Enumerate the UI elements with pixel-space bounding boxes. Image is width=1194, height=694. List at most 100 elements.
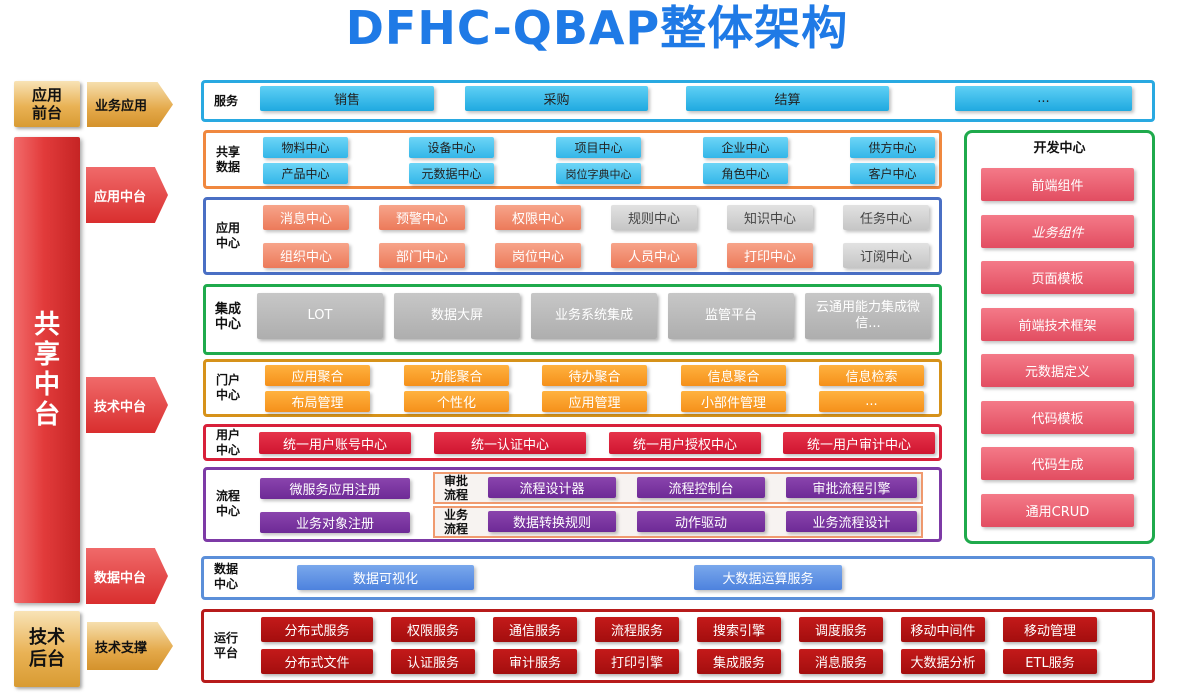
shared-data-item[interactable]: 客户中心 <box>850 163 935 184</box>
dev-center-item[interactable]: 前端组件 <box>981 168 1134 201</box>
dev-center-item[interactable]: 通用CRUD <box>981 493 1134 527</box>
microservice-register-button[interactable]: 微服务应用注册 <box>260 478 410 499</box>
runtime-item[interactable]: 搜索引擎 <box>697 617 781 642</box>
tech-back-text: 技术后台 <box>29 627 65 670</box>
runtime-item[interactable]: 移动管理 <box>1003 617 1097 642</box>
dev-center-item[interactable]: 代码生成 <box>981 447 1134 480</box>
data-visualization-button[interactable]: 数据可视化 <box>297 565 474 590</box>
shared-data-label-text: 共享数据 <box>215 145 240 174</box>
data-center-label: 数据中心 <box>206 561 246 593</box>
app-front-text: 应用前台 <box>31 86 62 122</box>
runtime-item[interactable]: 审计服务 <box>493 649 577 674</box>
dev-center-item[interactable]: 前端技术框架 <box>981 307 1134 341</box>
app-middle-arrow: 应用中台 <box>86 167 168 223</box>
flow-console-button[interactable]: 流程控制台 <box>637 477 765 498</box>
bigdata-compute-button[interactable]: 大数据运算服务 <box>694 565 842 590</box>
dev-center-item[interactable]: 页面模板 <box>981 261 1134 294</box>
app-center-label: 应用中心 <box>208 220 248 252</box>
runtime-item[interactable]: 认证服务 <box>391 649 475 674</box>
shared-data-item[interactable]: 供方中心 <box>850 137 935 158</box>
dev-center-item[interactable]: 业务组件 <box>981 214 1134 248</box>
runtime-item[interactable]: ETL服务 <box>1003 649 1097 674</box>
approval-engine-button[interactable]: 审批流程引擎 <box>786 477 917 498</box>
portal-item[interactable]: 小部件管理 <box>681 391 786 412</box>
page-title: DFHC-QBAP整体架构 <box>345 1 849 55</box>
app-center-item[interactable]: 打印中心 <box>727 243 813 268</box>
shared-data-item[interactable]: 产品中心 <box>263 163 348 184</box>
service-label: 服务 <box>213 93 238 108</box>
runtime-item[interactable]: 移动中间件 <box>901 617 985 642</box>
runtime-item[interactable]: 分布式服务 <box>261 617 373 642</box>
user-center-item[interactable]: 统一用户授权中心 <box>609 432 761 454</box>
app-center-item[interactable]: 规则中心 <box>611 205 697 230</box>
integration-item[interactable]: 数据大屏 <box>394 293 520 339</box>
app-center-item[interactable]: 权限中心 <box>495 205 581 230</box>
runtime-label-text: 运行平台 <box>213 631 238 660</box>
portal-item[interactable]: 待办聚合 <box>542 365 647 386</box>
shared-data-item[interactable]: 角色中心 <box>703 163 788 184</box>
approval-flow-label-text: 审批流程 <box>443 474 468 502</box>
shared-data-label: 共享数据 <box>208 144 248 176</box>
portal-item[interactable]: 布局管理 <box>265 391 370 412</box>
business-flow-design-button[interactable]: 业务流程设计 <box>786 511 917 532</box>
app-center-item[interactable]: 人员中心 <box>611 243 697 268</box>
runtime-item[interactable]: 打印引擎 <box>595 649 679 674</box>
integration-item[interactable]: 业务系统集成 <box>531 293 657 339</box>
shared-data-item[interactable]: 项目中心 <box>556 137 641 158</box>
user-center-item[interactable]: 统一用户审计中心 <box>783 432 935 454</box>
runtime-item[interactable]: 调度服务 <box>799 617 883 642</box>
shared-middle-text: 共享中台 <box>33 310 60 430</box>
portal-item[interactable]: 信息检索 <box>819 365 924 386</box>
dev-center-item[interactable]: 代码模板 <box>981 400 1134 434</box>
tech-middle-arrow-label: 技术中台 <box>94 399 147 415</box>
app-center-item[interactable]: 预警中心 <box>379 205 465 230</box>
shared-data-item[interactable]: 岗位字典中心 <box>556 163 641 184</box>
flow-center-label: 流程中心 <box>208 488 248 520</box>
action-driver-button[interactable]: 动作驱动 <box>637 511 765 532</box>
app-center-item[interactable]: 任务中心 <box>843 205 929 230</box>
user-center-item[interactable]: 统一认证中心 <box>434 432 586 454</box>
integration-label: 集成中心 <box>208 301 248 333</box>
shared-data-item[interactable]: 元数据中心 <box>409 163 494 184</box>
portal-item[interactable]: 功能聚合 <box>404 365 509 386</box>
integration-label-text: 集成中心 <box>214 302 241 332</box>
business-object-register-button[interactable]: 业务对象注册 <box>260 512 410 533</box>
shared-data-item[interactable]: 企业中心 <box>703 137 788 158</box>
app-center-item[interactable]: 消息中心 <box>263 205 349 230</box>
tech-middle-arrow: 技术中台 <box>86 377 168 433</box>
portal-item[interactable]: 信息聚合 <box>681 365 786 386</box>
service-settlement-button[interactable]: 结算 <box>686 86 889 111</box>
runtime-label: 运行平台 <box>206 630 246 662</box>
runtime-item[interactable]: 通信服务 <box>493 617 577 642</box>
user-center-item[interactable]: 统一用户账号中心 <box>259 432 411 454</box>
service-purchase-button[interactable]: 采购 <box>465 86 648 111</box>
runtime-item[interactable]: 分布式文件 <box>261 649 373 674</box>
runtime-item[interactable]: 流程服务 <box>595 617 679 642</box>
portal-item[interactable]: 应用管理 <box>542 391 647 412</box>
dev-center-item[interactable]: 元数据定义 <box>981 354 1134 387</box>
integration-item[interactable]: LOT <box>257 293 383 339</box>
runtime-item[interactable]: 大数据分析 <box>901 649 985 674</box>
portal-item[interactable]: 个性化 <box>404 391 509 412</box>
tech-back-label: 技术后台 <box>14 611 80 687</box>
service-sales-button[interactable]: 销售 <box>260 86 434 111</box>
portal-item[interactable]: 应用聚合 <box>265 365 370 386</box>
flow-designer-button[interactable]: 流程设计器 <box>488 477 616 498</box>
shared-data-item[interactable]: 设备中心 <box>409 137 494 158</box>
shared-middle-label: 共享中台 <box>14 137 80 603</box>
app-center-item[interactable]: 部门中心 <box>379 243 465 268</box>
runtime-item[interactable]: 集成服务 <box>697 649 781 674</box>
data-transform-rule-button[interactable]: 数据转换规则 <box>488 511 616 532</box>
app-center-item[interactable]: 岗位中心 <box>495 243 581 268</box>
integration-item[interactable]: 云通用能力集成微信... <box>805 293 931 339</box>
app-center-item[interactable]: 知识中心 <box>727 205 813 230</box>
portal-item[interactable]: ... <box>819 391 924 412</box>
runtime-item[interactable]: 权限服务 <box>391 617 475 642</box>
runtime-item[interactable]: 消息服务 <box>799 649 883 674</box>
tech-support-arrow: 技术支撑 <box>87 622 173 670</box>
app-center-item[interactable]: 组织中心 <box>263 243 349 268</box>
integration-item[interactable]: 监管平台 <box>668 293 794 339</box>
app-center-item[interactable]: 订阅中心 <box>843 243 929 268</box>
service-more-button[interactable]: ... <box>955 86 1132 111</box>
shared-data-item[interactable]: 物料中心 <box>263 137 348 158</box>
